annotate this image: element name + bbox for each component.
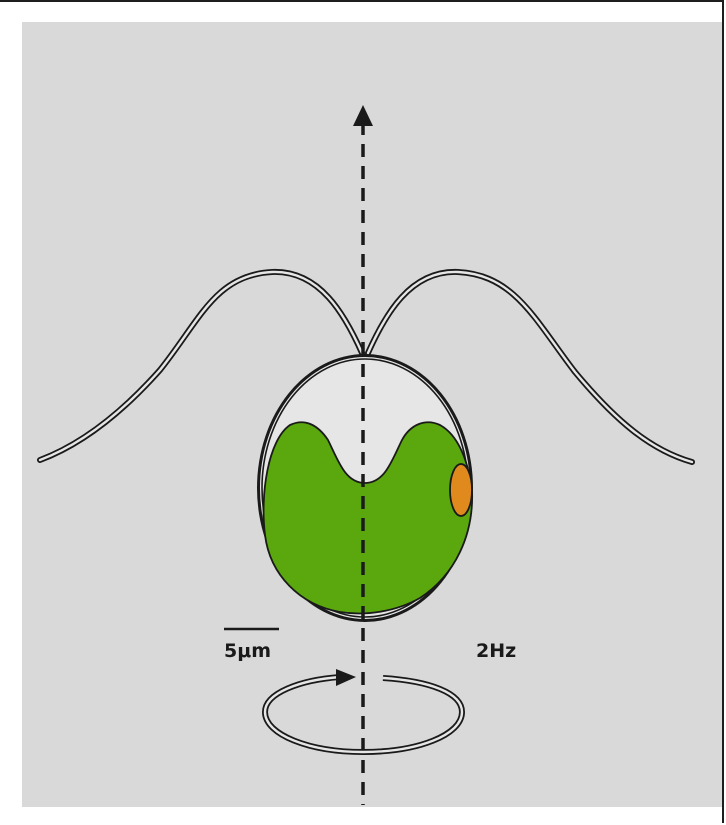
axis-arrow-icon (353, 105, 373, 126)
rotation-arrow-icon (336, 669, 356, 686)
scale-bar-label: 5μm (224, 640, 271, 662)
frequency-label: 2Hz (476, 640, 516, 662)
eyespot (450, 464, 472, 516)
